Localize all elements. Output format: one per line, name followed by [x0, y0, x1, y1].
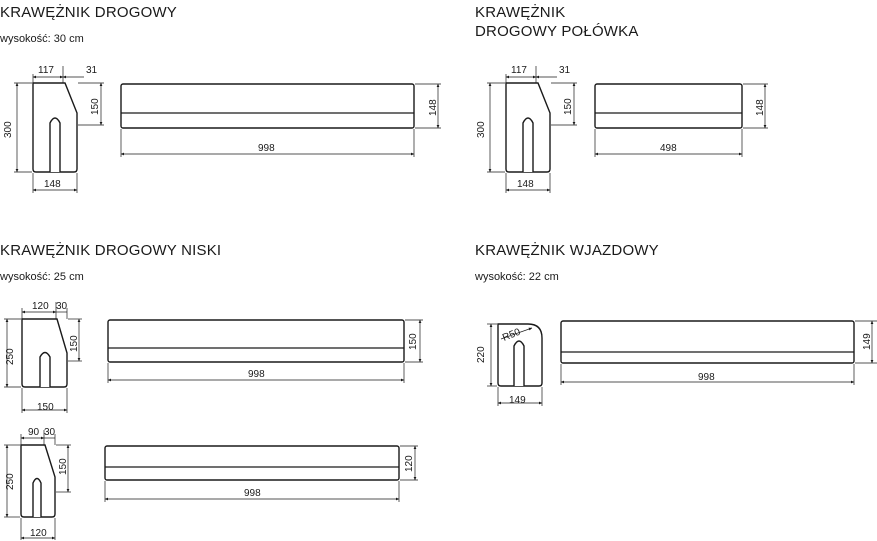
d3-front-h-label: 150 — [408, 333, 419, 350]
d2-side-h-label: 150 — [563, 98, 574, 115]
d3-base-w-label: 150 — [37, 402, 54, 413]
d3-side-h-label: 150 — [69, 335, 80, 352]
d3-length-label: 998 — [248, 369, 265, 380]
d2-top-a-label: 117 — [511, 65, 527, 76]
d4-top-b-label: 30 — [44, 427, 56, 438]
niski-cross-section — [4, 302, 82, 413]
polowka-cross-section — [487, 66, 577, 193]
d5-length-label: 998 — [698, 372, 715, 383]
subtitle-drogowy: wysokość: 30 cm — [0, 33, 84, 45]
d4-front-h-label: 120 — [404, 455, 415, 472]
d4-length-label: 998 — [244, 488, 261, 499]
wjazdowy-front-view — [560, 320, 877, 385]
d1-front-h-label: 148 — [428, 99, 439, 116]
subtitle-niski: wysokość: 25 cm — [0, 271, 84, 283]
d2-base-w-label: 148 — [517, 179, 534, 190]
d4-top-a-label: 90 — [28, 427, 40, 438]
title-wjazdowy: KRAWĘŻNIK WJAZDOWY — [475, 242, 659, 259]
d1-top-a-label: 117 — [38, 65, 54, 76]
d2-top-b-label: 31 — [559, 65, 571, 76]
niski-variant-front-view — [104, 445, 418, 502]
d4-base-w-label: 120 — [30, 528, 47, 539]
d2-length-label: 498 — [660, 143, 677, 154]
wjazdowy-cross-section — [487, 323, 543, 406]
title-drogowy: KRAWĘŻNIK DROGOWY — [0, 4, 178, 21]
d2-front-h-label: 148 — [755, 99, 766, 116]
polowka-front-view — [594, 83, 768, 157]
niski-variant-cross-section — [4, 430, 71, 540]
d2-total-h-label: 300 — [476, 121, 487, 138]
drogowy-front-view — [120, 83, 441, 157]
title-polowka-line1: KRAWĘŻNIK — [475, 4, 566, 21]
d1-base-w-label: 148 — [44, 179, 61, 190]
d1-side-h-label: 150 — [90, 98, 101, 115]
d3-top-b-label: 30 — [56, 301, 68, 312]
d5-front-h-label: 149 — [862, 333, 873, 350]
d1-top-b-label: 31 — [86, 65, 98, 76]
d5-total-h-label: 220 — [476, 346, 487, 363]
d1-total-h-label: 300 — [3, 121, 14, 138]
niski-front-view — [107, 319, 423, 383]
d4-side-h-label: 150 — [58, 458, 69, 475]
d3-top-a-label: 120 — [32, 301, 49, 312]
drogowy-cross-section — [14, 66, 104, 193]
d3-total-h-label: 250 — [5, 348, 16, 365]
d5-base-w-label: 149 — [509, 395, 526, 406]
subtitle-wjazdowy: wysokość: 22 cm — [475, 271, 559, 283]
d1-length-label: 998 — [258, 143, 275, 154]
title-niski: KRAWĘŻNIK DROGOWY NISKI — [0, 242, 222, 259]
title-polowka-line2: DROGOWY POŁÓWKA — [475, 23, 639, 40]
d4-total-h-label: 250 — [5, 473, 16, 490]
